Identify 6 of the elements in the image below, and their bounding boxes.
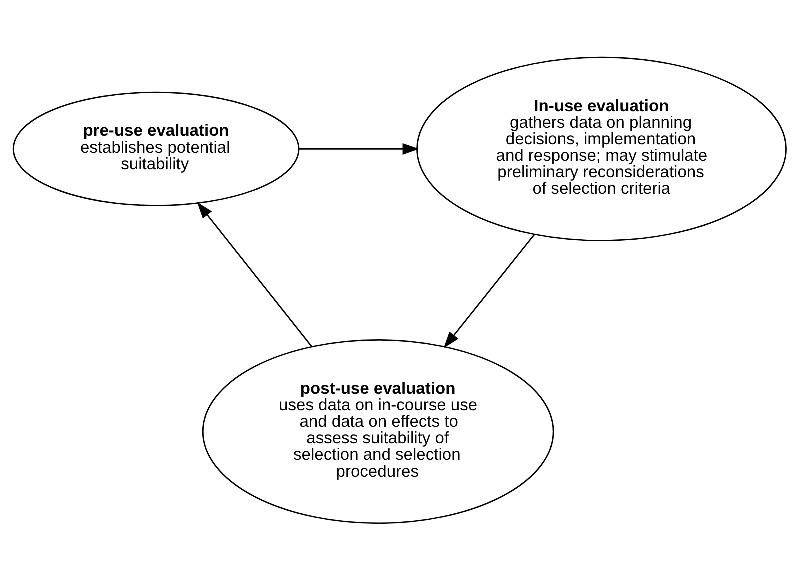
arrow [444, 234, 535, 348]
node-ellipse: In-use evaluation gathers data on planning decisions, implementation and response; may stimulate preliminary reconsiderations of selection criteria [416, 56, 787, 242]
arrow [299, 143, 420, 155]
node-ellipse: pre-use evaluation establishes potential suitability [12, 92, 300, 206]
node-ellipse: post-use evaluation uses data on in-course use and data on effects to assess suitability of selection and selection procedures [202, 340, 554, 524]
arrow [197, 202, 312, 347]
